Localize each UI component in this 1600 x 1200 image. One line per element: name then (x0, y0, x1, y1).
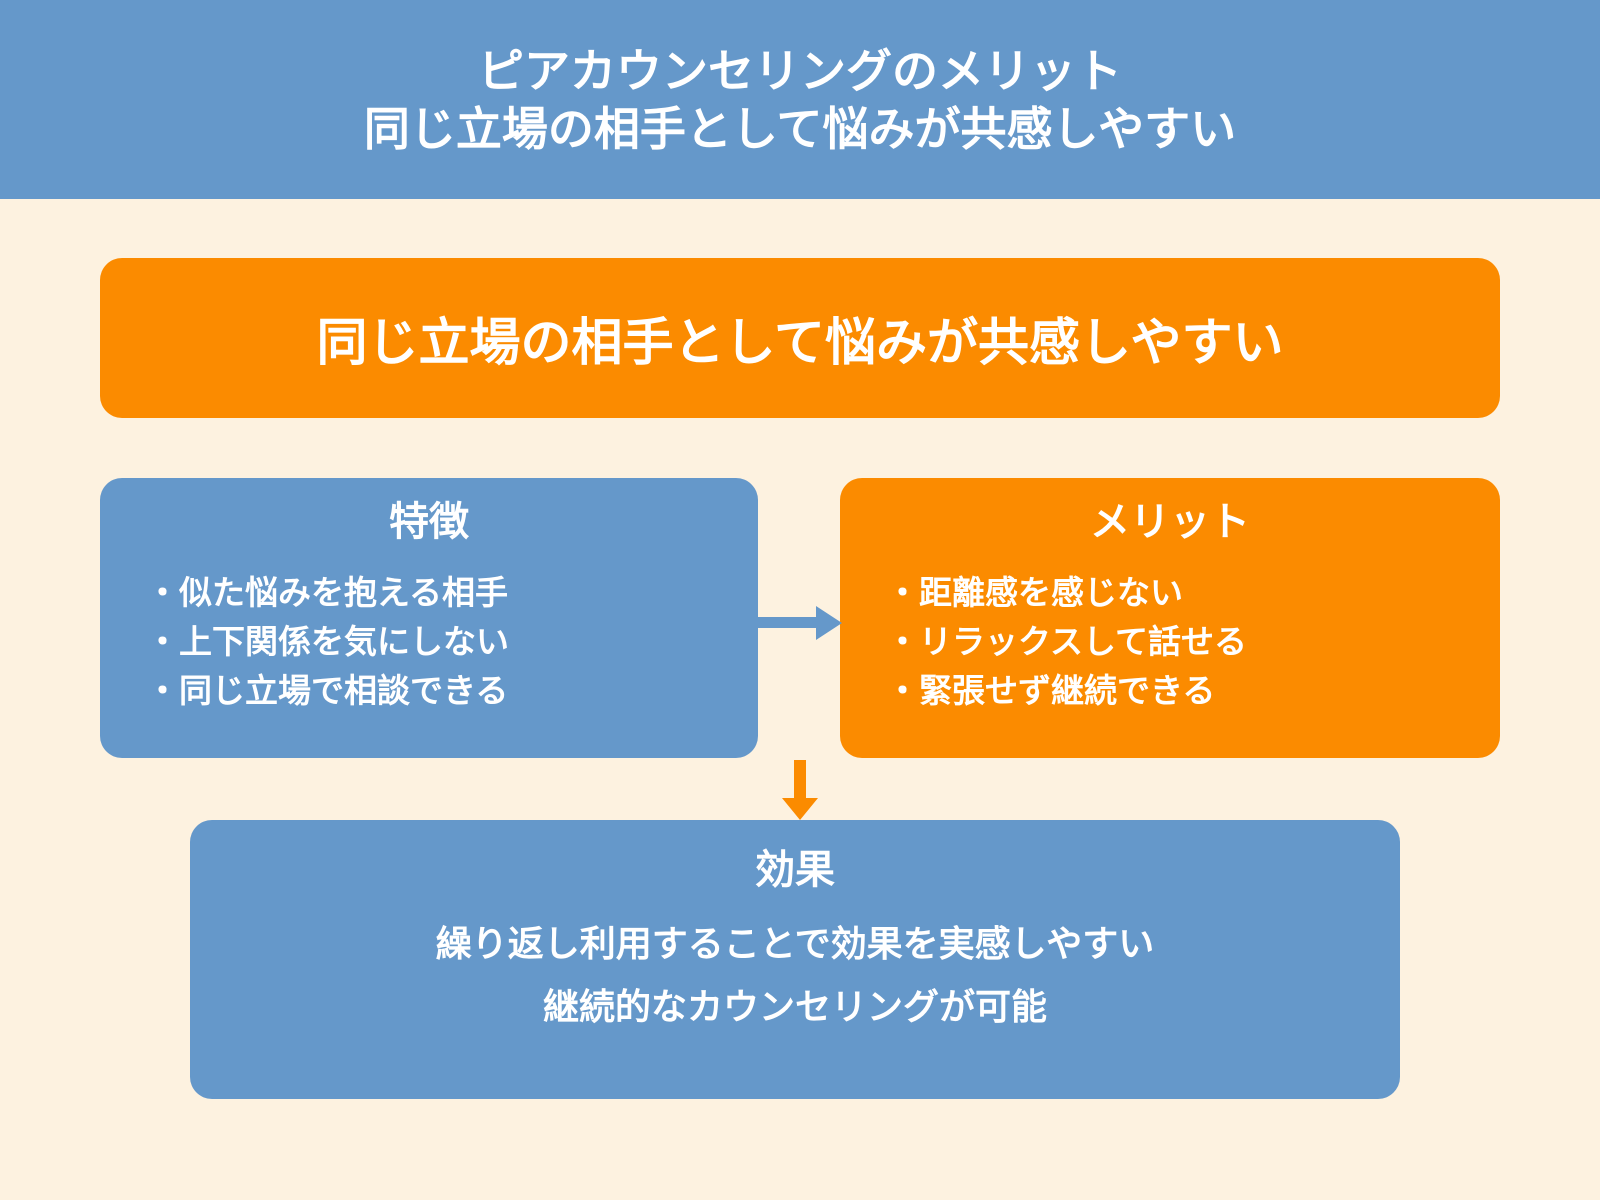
list-item: ・緊張せず継続できる (886, 672, 1216, 709)
effects-text-line2: 継続的なカウンセリングが可能 (542, 986, 1047, 1027)
main-topic-banner-text: 同じ立場の相手として悩みが共感しやすい (316, 314, 1284, 371)
list-item: ・上下関係を気にしない (146, 623, 509, 660)
features-box: 特徴 ・似た悩みを抱える相手 ・上下関係を気にしない ・同じ立場で相談できる (100, 478, 758, 758)
effects-box-title: 効果 (755, 848, 835, 892)
list-item: ・似た悩みを抱える相手 (146, 574, 509, 611)
list-item: ・リラックスして話せる (886, 623, 1248, 660)
merits-box-title: メリット (1090, 500, 1250, 544)
header-band: ピアカウンセリングのメリット 同じ立場の相手として悩みが共感しやすい (0, 0, 1600, 199)
list-item: ・距離感を感じない (886, 574, 1183, 611)
effects-box: 効果 繰り返し利用することで効果を実感しやすい 継続的なカウンセリングが可能 (190, 820, 1400, 1099)
list-item: ・同じ立場で相談できる (146, 672, 509, 709)
features-list: ・似た悩みを抱える相手 ・上下関係を気にしない ・同じ立場で相談できる (100, 568, 758, 715)
features-box-title: 特徴 (389, 500, 469, 544)
merits-list: ・距離感を感じない ・リラックスして話せる ・緊張せず継続できる (840, 568, 1500, 715)
page-title-line2: 同じ立場の相手として悩みが共感しやすい (363, 102, 1237, 155)
arrow-down-head (782, 798, 818, 820)
arrow-down-shaft (794, 760, 806, 800)
effects-text-line1: 繰り返し利用することで効果を実感しやすい (435, 923, 1155, 964)
main-topic-banner: 同じ立場の相手として悩みが共感しやすい (100, 258, 1500, 418)
page-title-line1: ピアカウンセリングのメリット (478, 44, 1122, 97)
merits-box: メリット ・距離感を感じない ・リラックスして話せる ・緊張せず継続できる (840, 478, 1500, 758)
arrow-right-head (816, 606, 842, 640)
arrow-right-shaft (758, 617, 818, 628)
